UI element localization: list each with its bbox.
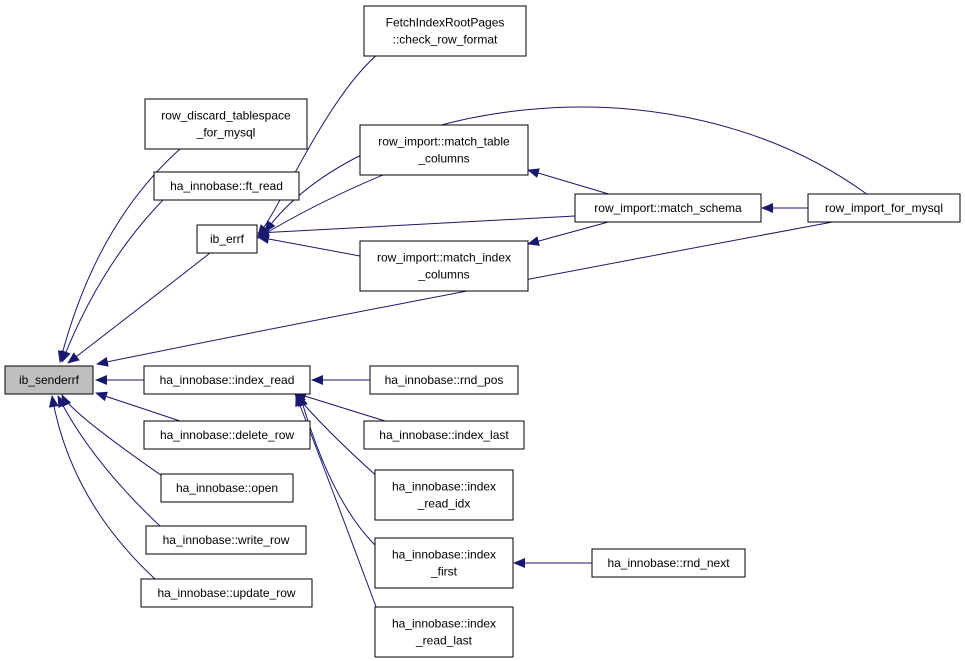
node-ib_errf[interactable]: ib_errf [196, 224, 258, 254]
node-index_read[interactable]: ha_innobase::index_read [143, 365, 311, 395]
edge-write_row-to-ib_senderrf [57, 395, 161, 527]
node-label: ha_innobase::open [176, 481, 278, 495]
node-index_first[interactable]: ha_innobase::index_first [374, 537, 514, 589]
node-box [153, 171, 300, 201]
node-row_import_for_mysql[interactable]: row_import_for_mysql [807, 193, 961, 223]
node-delete_row[interactable]: ha_innobase::delete_row [143, 420, 311, 450]
edge-index_read_last-to-index_read [295, 394, 379, 613]
node-box [574, 193, 762, 223]
node-label: _first [430, 565, 458, 579]
node-label: ha_innobase::index_last [379, 428, 509, 442]
edge-index_first-to-index_read [298, 394, 376, 546]
node-index_last[interactable]: ha_innobase::index_last [363, 420, 525, 450]
node-box [196, 224, 258, 254]
edge-match_schema-to-ib_errf [257, 215, 576, 238]
edge-match_schema-to-match_table_columns [527, 168, 613, 196]
node-index_read_idx[interactable]: ha_innobase::index_read_idx [374, 469, 514, 521]
node-box [145, 525, 307, 555]
edge-row_import_for_mysql-to-ib_errf [264, 106, 869, 233]
node-label: _columns [417, 152, 469, 166]
node-index_read_last[interactable]: ha_innobase::index_read_last [374, 606, 514, 658]
node-label: ib_errf [210, 232, 245, 246]
node-box [363, 5, 527, 57]
node-label: row_import::match_table [378, 135, 510, 149]
node-label: ha_innobase::rnd_next [607, 556, 730, 570]
nodes-layer: ib_senderrf row_discard_tablespace _for_my… [4, 5, 961, 658]
node-ft_read[interactable]: ha_innobase::ft_read [153, 171, 300, 201]
edge-ft_read-to-ib_senderrf [61, 199, 164, 363]
node-label: ha_innobase::index [392, 480, 496, 494]
node-label: row_discard_tablespace [161, 109, 291, 123]
node-box [807, 193, 961, 223]
node-ib_senderrf[interactable]: ib_senderrf [4, 365, 94, 395]
edge-check_row_format-to-ib_errf [257, 48, 385, 237]
node-match_schema[interactable]: row_import::match_schema [574, 193, 762, 223]
node-check_row_format[interactable]: FetchIndexRootPages::check_row_format [363, 5, 527, 57]
node-open[interactable]: ha_innobase::open [160, 473, 294, 503]
node-label: ha_innobase::update_row [157, 586, 295, 600]
node-label: ha_innobase::index [392, 548, 496, 562]
node-label: row_import::match_index [377, 251, 511, 265]
node-label: _read_last [415, 634, 473, 648]
node-box [359, 124, 529, 176]
node-update_row[interactable]: ha_innobase::update_row [140, 578, 313, 608]
edge-delete_row-to-ib_senderrf [95, 391, 181, 422]
node-box [363, 420, 525, 450]
node-row_discard_tablespace_for_mysql[interactable]: row_discard_tablespace _for_mysql [144, 98, 308, 150]
edge-row_discard_tablespace_for_mysql-to-ib_senderrf [57, 148, 181, 363]
node-label: _read_idx [417, 497, 471, 511]
edge-match_schema-to-match_index_columns [527, 220, 613, 246]
node-label: ::check_row_format [393, 33, 498, 47]
node-box [144, 98, 308, 150]
node-box [374, 606, 514, 658]
node-label: _for_mysql [196, 126, 256, 140]
node-box [143, 365, 311, 395]
node-label: ha_innobase::delete_row [160, 428, 294, 442]
node-label: row_import::match_schema [594, 201, 742, 215]
node-box [359, 240, 529, 292]
node-box [140, 578, 313, 608]
node-match_table_columns[interactable]: row_import::match_table_columns [359, 124, 529, 176]
node-label: row_import_for_mysql [825, 201, 943, 215]
edge-index_last-to-index_read [294, 391, 386, 422]
edge-match_index_columns-to-ib_errf [257, 234, 361, 257]
node-box [143, 420, 311, 450]
edge-update_row-to-ib_senderrf [48, 395, 156, 580]
node-rnd_pos[interactable]: ha_innobase::rnd_pos [369, 365, 519, 395]
edge-row_import_for_mysql-to-ib_senderrf [96, 220, 839, 367]
node-box [374, 469, 514, 521]
node-write_row[interactable]: ha_innobase::write_row [145, 525, 307, 555]
node-box [4, 365, 94, 395]
node-box [369, 365, 519, 395]
node-box [160, 473, 294, 503]
node-label: ha_innobase::rnd_pos [385, 373, 504, 387]
node-label: ha_innobase::write_row [163, 533, 290, 547]
node-rnd_next[interactable]: ha_innobase::rnd_next [591, 548, 746, 578]
node-label: ib_senderrf [19, 373, 80, 387]
node-label: ha_innobase::index [392, 617, 496, 631]
node-label: FetchIndexRootPages [386, 16, 505, 30]
node-label: _columns [417, 268, 469, 282]
node-label: ha_innobase::ft_read [170, 179, 283, 193]
node-box [591, 548, 746, 578]
node-label: ha_innobase::index_read [160, 373, 295, 387]
node-match_index_columns[interactable]: row_import::match_index_columns [359, 240, 529, 292]
edge-ib_errf-to-ib_senderrf [67, 252, 211, 364]
node-box [374, 537, 514, 589]
